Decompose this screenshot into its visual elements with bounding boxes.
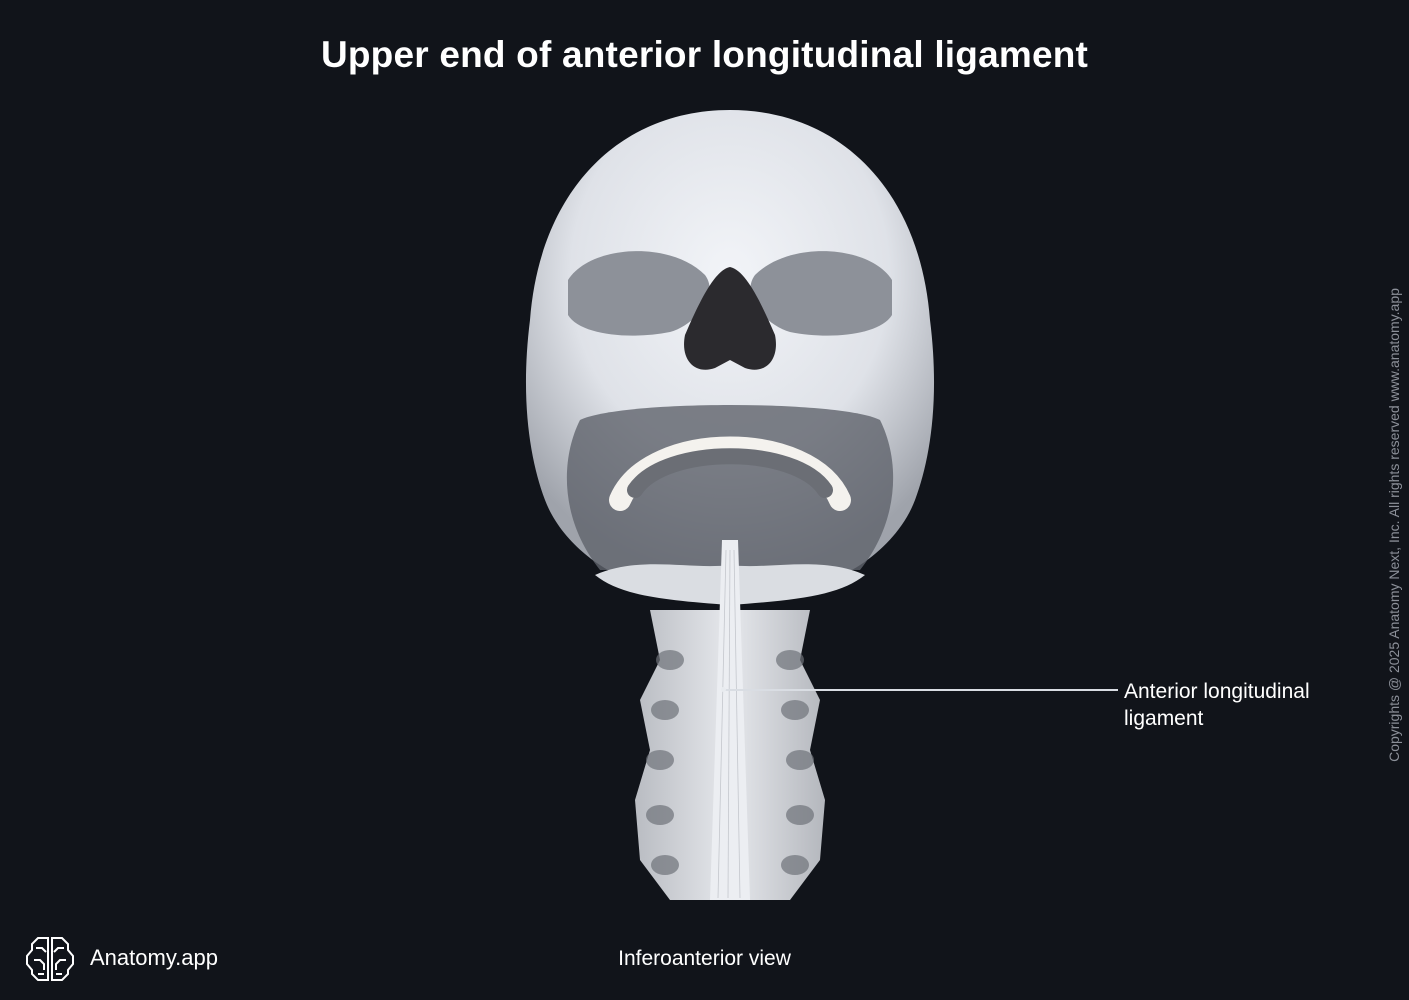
label-leader-line — [724, 689, 1118, 691]
copyright-notice: Copyrights @ 2025 Anatomy Next, Inc. All… — [1386, 288, 1402, 762]
brand-logo: Anatomy.app — [24, 934, 218, 982]
anterior-longitudinal-ligament-label: Anterior longitudinal ligament — [1124, 678, 1310, 732]
page-title: Upper end of anterior longitudinal ligam… — [320, 34, 1089, 75]
brain-icon — [26, 937, 74, 981]
label-line-2: ligament — [1124, 707, 1204, 730]
label-line-1: Anterior longitudinal — [1124, 680, 1310, 703]
skull-spine-illustration — [525, 110, 935, 900]
label-anchor-dot — [721, 687, 726, 692]
brand-name: Anatomy.app — [90, 945, 219, 970]
view-caption: Inferoanterior view — [618, 947, 791, 970]
